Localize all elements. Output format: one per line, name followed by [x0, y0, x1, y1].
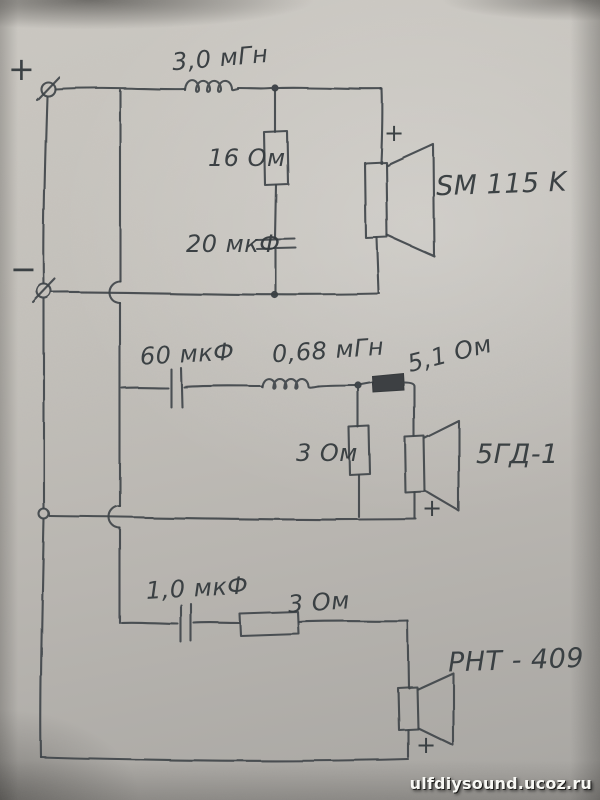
tweeter-cone — [416, 671, 455, 747]
tweeter-polarity-label: + — [416, 731, 437, 759]
junction-dot-mid — [354, 381, 362, 389]
resistor-r1-label: 16 Ом — [208, 144, 286, 172]
watermark: ulfdiysound.ucoz.ru — [409, 774, 592, 793]
tweeter-wire — [120, 602, 411, 690]
capacitor-c3-label: 1,0 мкФ — [145, 571, 249, 604]
capacitor-c2-plates — [169, 366, 184, 409]
tweeter-speaker-label: РНТ - 409 — [448, 643, 585, 679]
inductor-l2 — [260, 377, 320, 390]
woofer-polarity-label: + — [384, 119, 405, 147]
bottom-return-rail — [39, 755, 410, 762]
resistor-r4-body — [238, 610, 301, 638]
midrange-polarity-label: + — [422, 494, 443, 522]
resistor-r3-branch — [347, 386, 372, 519]
midrange-speaker-symbol — [403, 419, 461, 520]
input-minus-label: − — [10, 250, 37, 288]
circuit-ink — [31, 75, 461, 762]
resistor-r2-body — [371, 372, 405, 393]
capacitor-c1-label: 20 мкФ — [186, 230, 280, 258]
inductor-l1 — [183, 79, 240, 93]
junction-dot-minus-rail — [271, 291, 279, 299]
capacitor-c3-plates — [179, 602, 193, 644]
input-plus-label: + — [8, 50, 35, 88]
resistor-r4-label: 3 Ом — [287, 586, 351, 618]
capacitor-c2-label: 60 мкФ — [139, 338, 235, 371]
midrange-wire — [120, 366, 416, 438]
junction-dot-top — [271, 84, 279, 92]
tweeter-speaker-symbol — [396, 671, 455, 759]
resistor-r1-branch — [254, 89, 298, 294]
woofer-cone — [385, 142, 436, 258]
capacitor-c1-plates — [254, 237, 298, 251]
circuit-labels: + − 3,0 мГн 16 Ом 20 мкФ SM 115 K + 60 м… — [8, 40, 585, 759]
left-common-rail — [37, 95, 51, 759]
midrange-speaker-label: 5ГД-1 — [476, 439, 559, 470]
junction-node-circle — [37, 507, 51, 521]
woofer-speaker-label: SM 115 K — [435, 167, 569, 203]
resistor-r1-body — [262, 129, 290, 187]
resistor-r3-label: 3 Ом — [296, 439, 358, 467]
minus-rail — [50, 290, 382, 296]
woofer-speaker-symbol — [363, 142, 436, 295]
woofer-top-wire — [53, 86, 384, 165]
mid-return-rail — [48, 514, 418, 521]
midrange-cone — [423, 419, 461, 513]
woofer-driver-body — [363, 160, 389, 240]
resistor-r3-body — [347, 424, 372, 477]
